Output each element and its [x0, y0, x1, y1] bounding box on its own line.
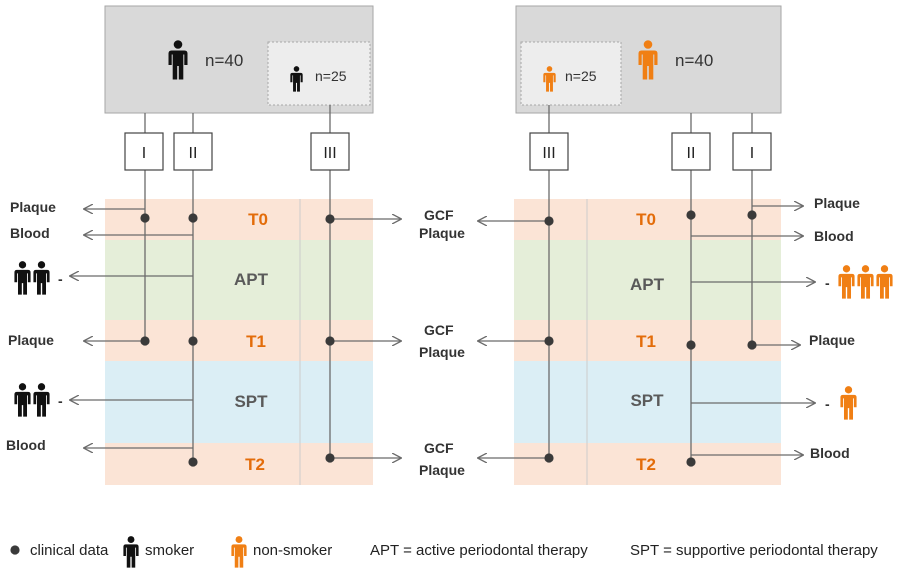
left-subgroup-count: n=25	[315, 68, 347, 84]
svg-text:III: III	[542, 145, 555, 162]
left-apt-dropouts	[14, 261, 50, 295]
svg-text:II: II	[189, 145, 198, 162]
right-spt-band	[514, 361, 781, 443]
left-t0-label: T0	[248, 210, 268, 229]
left-spt-band	[105, 361, 373, 443]
left-subgroup-II: II	[173, 132, 213, 171]
left-apt-label: APT	[234, 270, 269, 289]
right-t0-label: T0	[636, 210, 656, 229]
right-clinical-data-points	[544, 210, 757, 467]
left-group-count: n=40	[205, 51, 243, 70]
smoker-dropout-icon	[33, 261, 50, 295]
left-spt-dropouts	[14, 383, 50, 417]
smoker-legend-icon	[123, 536, 139, 568]
left-subgroup-box	[267, 41, 371, 106]
legend: clinical data smoker non-smoker APT = ac…	[10, 536, 878, 568]
right-apt-dropout-dash: -	[825, 275, 830, 291]
right-spt-dropouts	[840, 386, 857, 420]
left-t0-plaque-label: Plaque	[10, 199, 56, 215]
right-group-count: n=40	[675, 51, 713, 70]
right-subgroup-box	[520, 41, 622, 106]
smoker-dropout-icon	[14, 261, 31, 295]
left-t1-plaque-label: Plaque	[8, 332, 54, 348]
non-smoker-dropout-icon	[838, 265, 855, 299]
non-smoker-legend-icon	[231, 536, 247, 568]
left-t2-blood-label: Blood	[6, 437, 46, 453]
left-t2-label: T2	[245, 455, 265, 474]
svg-text:I: I	[750, 145, 754, 162]
mid-t2-gcf-label: GCF	[424, 440, 454, 456]
right-t2-band	[514, 443, 781, 485]
legend-spt-definition: SPT = supportive periodontal therapy	[630, 542, 878, 559]
clinical-data-dot-icon	[10, 545, 20, 555]
left-t2-band	[105, 443, 373, 485]
left-subgroup-III: III	[310, 132, 350, 171]
right-t2-blood-label: Blood	[810, 445, 850, 461]
right-subgroup-II: II	[671, 132, 711, 171]
svg-text:II: II	[687, 145, 696, 162]
legend-clinical-data: clinical data	[30, 542, 109, 559]
smoker-dropout-icon	[33, 383, 50, 417]
svg-text:I: I	[142, 145, 146, 162]
mid-t0-plaque-label: Plaque	[419, 225, 465, 241]
right-apt-label: APT	[630, 275, 665, 294]
non-smoker-dropout-icon	[857, 265, 874, 299]
non-smoker-dropout-icon	[840, 386, 857, 420]
left-t0-blood-label: Blood	[10, 225, 50, 241]
left-timeline	[105, 199, 373, 485]
left-spt-label: SPT	[234, 392, 268, 411]
legend-non-smoker: non-smoker	[253, 542, 332, 559]
mid-t2-plaque-label: Plaque	[419, 462, 465, 478]
right-apt-band	[514, 240, 781, 320]
right-t0-band	[514, 199, 781, 240]
right-t1-label: T1	[636, 332, 656, 351]
svg-text:III: III	[323, 145, 336, 162]
right-t2-label: T2	[636, 455, 656, 474]
right-t1-band	[514, 320, 781, 361]
right-t1-plaque-label: Plaque	[809, 332, 855, 348]
left-apt-dropout-dash: -	[58, 271, 63, 287]
right-timeline	[514, 199, 781, 485]
legend-smoker: smoker	[145, 542, 194, 559]
legend-apt-definition: APT = active periodontal therapy	[370, 542, 588, 559]
mid-t1-plaque-label: Plaque	[419, 344, 465, 360]
mid-t0-gcf-label: GCF	[424, 207, 454, 223]
right-spt-label: SPT	[630, 391, 664, 410]
non-smoker-dropout-icon	[876, 265, 893, 299]
right-apt-dropouts	[838, 265, 893, 299]
left-subgroup-I: I	[124, 132, 164, 171]
smoker-dropout-icon	[14, 383, 31, 417]
left-t1-label: T1	[246, 332, 266, 351]
right-subgroup-III: III	[529, 132, 569, 171]
left-apt-band	[105, 240, 373, 320]
mid-t1-gcf-label: GCF	[424, 322, 454, 338]
left-spt-dropout-dash: -	[58, 393, 63, 409]
right-t0-plaque-label: Plaque	[814, 195, 860, 211]
right-spt-dropout-dash: -	[825, 396, 830, 412]
right-subgroup-I: I	[732, 132, 772, 171]
left-clinical-data-points	[140, 213, 335, 467]
right-t0-blood-label: Blood	[814, 228, 854, 244]
right-subgroup-count: n=25	[565, 68, 597, 84]
